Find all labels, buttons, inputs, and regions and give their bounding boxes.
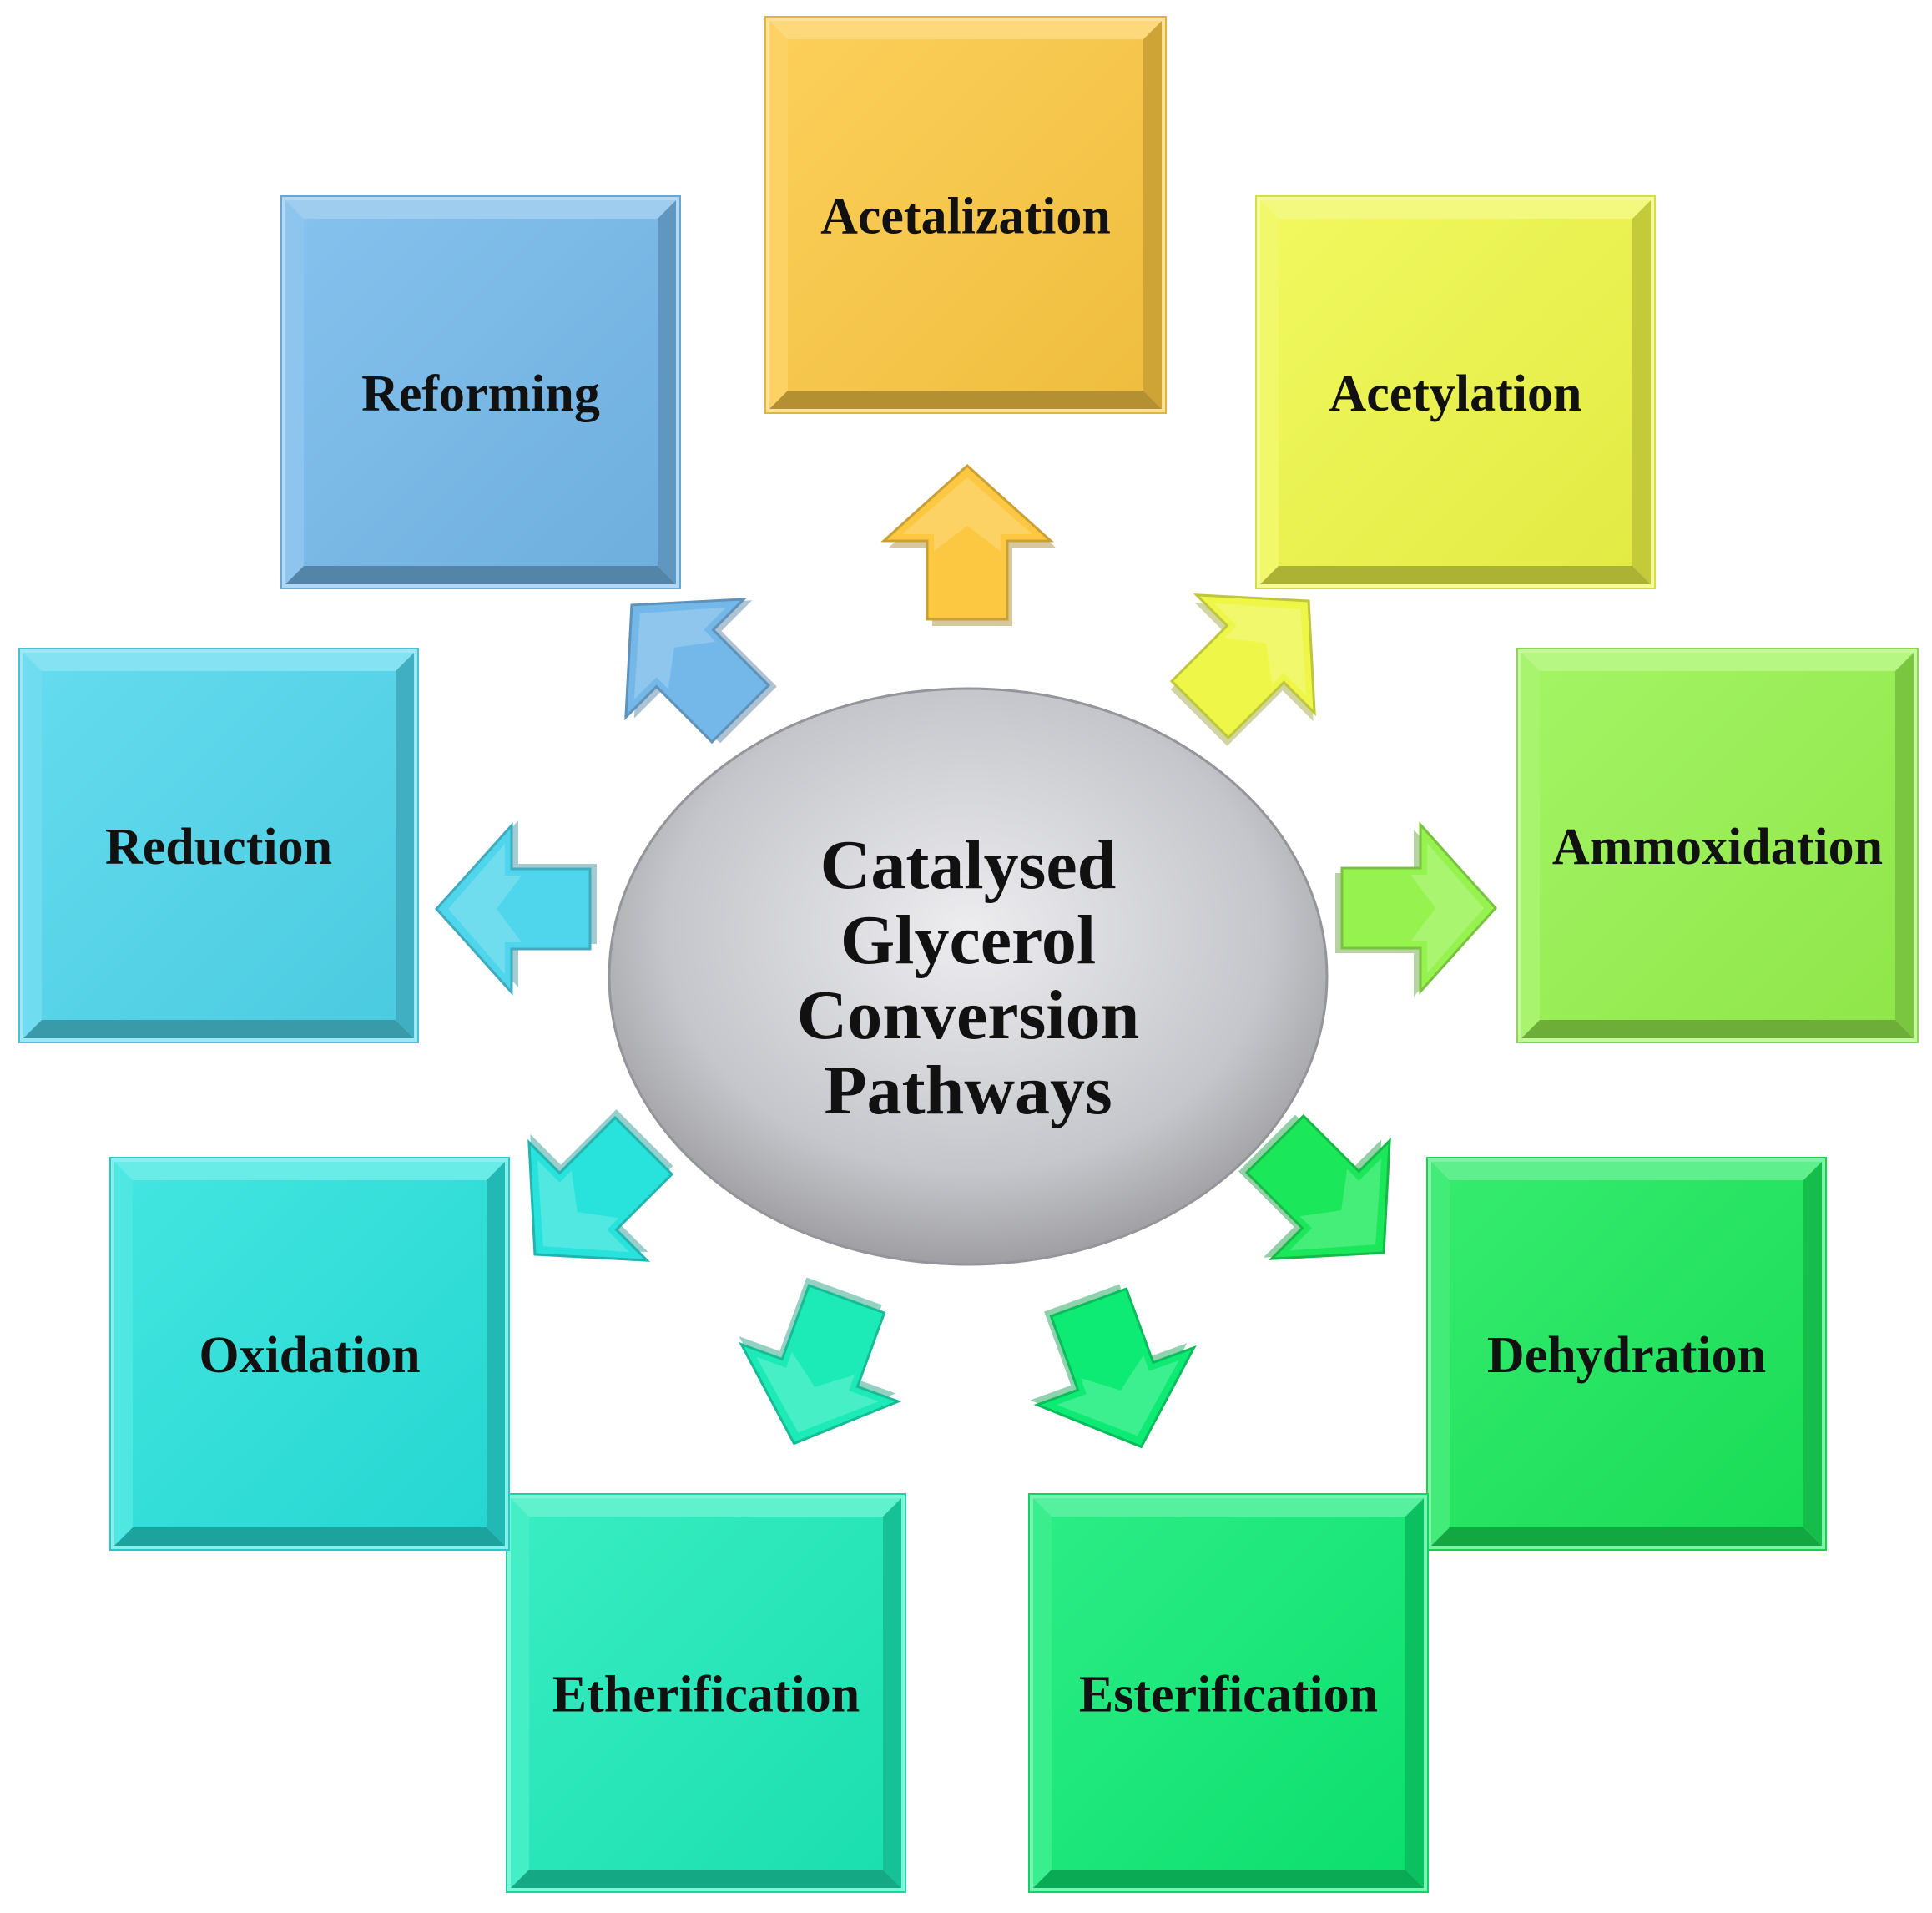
- box-bevel-left: [1521, 653, 1540, 1038]
- arrow-body: [880, 463, 1054, 621]
- arrow-esterification-icon: [1030, 1284, 1197, 1449]
- arrow-highlight: [1057, 1355, 1179, 1436]
- pathway-box-group: AcetalizationAcetylationAmmoxidationDehy…: [18, 16, 1919, 1893]
- box-face: [1279, 219, 1632, 566]
- box-bevel-right: [396, 653, 414, 1038]
- pathway-label-esterification: Esterification: [1079, 1667, 1378, 1724]
- arrow-highlight: [537, 1159, 630, 1253]
- box-bevel-top: [1033, 1498, 1424, 1517]
- arrow-highlight: [1410, 843, 1484, 973]
- arrow-highlight: [1213, 603, 1307, 696]
- box-bevel-bottom: [1033, 1870, 1424, 1888]
- pathway-label-ammoxidation: Ammoxidation: [1552, 819, 1883, 876]
- pathway-label-acetalization: Acetalization: [820, 189, 1111, 245]
- box-bevel-right: [1895, 653, 1914, 1038]
- pathway-box-etherification: Etherification: [506, 1493, 906, 1893]
- arrow-reforming-icon: [624, 598, 777, 745]
- box-bevel-right: [883, 1498, 901, 1888]
- box-bevel-bottom: [1521, 1020, 1914, 1038]
- box-bevel-right: [1803, 1162, 1822, 1546]
- arrow-body: [434, 822, 592, 996]
- pathway-box-ammoxidation: Ammoxidation: [1516, 648, 1919, 1043]
- arrow-group: [434, 463, 1498, 1449]
- box-bevel-top: [285, 200, 676, 219]
- box-bevel-top: [1260, 200, 1651, 219]
- box-face: [42, 671, 396, 1020]
- arrow-etherification-icon: [739, 1277, 902, 1446]
- arrow-highlight: [756, 1351, 879, 1433]
- box-bevel-top: [1431, 1162, 1822, 1180]
- box-bevel-right: [1405, 1498, 1424, 1888]
- box-bevel-left: [1431, 1162, 1450, 1546]
- box-face: [788, 39, 1143, 391]
- box-face: [1450, 1180, 1803, 1527]
- box-bevel-left: [285, 200, 304, 584]
- pathway-label-dehydration: Dehydration: [1487, 1327, 1766, 1384]
- arrow-acetylation-icon: [1169, 593, 1316, 746]
- pathway-box-dehydration: Dehydration: [1426, 1157, 1827, 1551]
- box-bevel-top: [769, 21, 1162, 39]
- box-bevel-top: [1521, 653, 1914, 671]
- box-face: [1540, 671, 1895, 1020]
- center-title-line-2: Glycerol: [840, 901, 1096, 979]
- arrow-reduction-icon: [434, 820, 597, 996]
- box-bevel-top: [511, 1498, 901, 1517]
- box-bevel-top: [23, 653, 414, 671]
- box-bevel-left: [1033, 1498, 1052, 1888]
- box-bevel-bottom: [769, 391, 1162, 409]
- pathway-label-reforming: Reforming: [361, 366, 600, 422]
- arrow-highlight: [902, 477, 1032, 551]
- pathway-label-reduction: Reduction: [105, 819, 332, 876]
- box-bevel-bottom: [23, 1020, 414, 1038]
- pathway-label-oxidation: Oxidation: [199, 1327, 420, 1384]
- box-bevel-left: [1260, 200, 1279, 584]
- arrow-ammoxidation-icon: [1335, 821, 1498, 997]
- center-ellipse: [608, 687, 1329, 1266]
- pathway-box-oxidation: Oxidation: [109, 1157, 510, 1551]
- box-bevel-left: [511, 1498, 529, 1888]
- pathway-label-etherification: Etherification: [552, 1667, 860, 1724]
- box-face: [529, 1517, 883, 1870]
- arrow-highlight: [1289, 1158, 1382, 1251]
- arrow-oxidation-icon: [527, 1109, 674, 1262]
- arrow-acetalization-icon: [880, 463, 1056, 626]
- center-title-line-4: Pathways: [824, 1052, 1112, 1129]
- arrow-body: [739, 1284, 902, 1446]
- box-bevel-right: [1632, 200, 1651, 584]
- pathway-box-acetalization: Acetalization: [764, 16, 1167, 414]
- center-title-line-1: Catalysed: [820, 826, 1117, 904]
- box-bevel-bottom: [114, 1527, 505, 1546]
- box-face: [304, 219, 658, 566]
- box-bevel-bottom: [1431, 1527, 1822, 1546]
- arrow-highlight: [448, 844, 522, 974]
- center-title-line-3: Conversion: [797, 977, 1140, 1054]
- pathway-box-esterification: Esterification: [1028, 1493, 1429, 1893]
- box-bevel-bottom: [511, 1870, 901, 1888]
- center-node: Catalysed Glycerol Conversion Pathways: [608, 687, 1329, 1266]
- box-bevel-right: [487, 1162, 505, 1546]
- pathway-box-reforming: Reforming: [280, 195, 681, 589]
- box-bevel-left: [769, 21, 788, 409]
- box-bevel-bottom: [285, 566, 676, 584]
- pathway-label-acetylation: Acetylation: [1329, 366, 1581, 422]
- arrow-dehydration-icon: [1238, 1113, 1391, 1260]
- box-bevel-bottom: [1260, 566, 1651, 584]
- arrow-body: [1340, 821, 1498, 995]
- box-face: [1052, 1517, 1405, 1870]
- box-bevel-left: [23, 653, 42, 1038]
- box-bevel-right: [1143, 21, 1162, 409]
- box-face: [133, 1180, 487, 1527]
- pathway-box-acetylation: Acetylation: [1255, 195, 1656, 589]
- box-bevel-right: [658, 200, 676, 584]
- box-bevel-top: [114, 1162, 505, 1180]
- arrow-highlight: [633, 607, 727, 700]
- box-bevel-left: [114, 1162, 133, 1546]
- arrow-body: [1033, 1287, 1197, 1449]
- pathway-box-reduction: Reduction: [18, 648, 419, 1043]
